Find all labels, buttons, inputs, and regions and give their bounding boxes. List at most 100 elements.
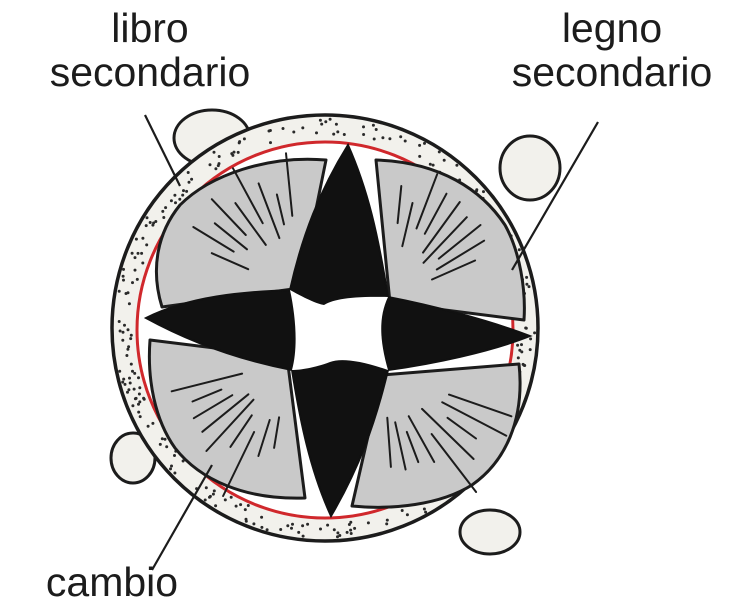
stipple-dot — [181, 193, 185, 197]
xylem-ray — [401, 202, 414, 248]
stipple-dot — [142, 396, 146, 400]
stipple-dot — [127, 345, 131, 349]
stipple-dot — [353, 526, 357, 530]
xylem-ray — [201, 393, 250, 433]
stipple-dot — [267, 129, 271, 133]
stipple-dot — [131, 281, 134, 285]
stipple-dot — [128, 376, 131, 380]
xylem-ray — [170, 372, 244, 393]
stipple-dot — [126, 328, 130, 332]
xylem-ray — [210, 198, 247, 236]
stipple-dot — [154, 220, 158, 223]
stipple-dot — [528, 348, 532, 352]
stipple-dot — [418, 143, 422, 147]
stipple-dot — [217, 162, 221, 166]
stipple-dot — [137, 392, 141, 396]
stipple-dot — [290, 526, 293, 530]
stipple-dot — [265, 528, 269, 532]
stipple-dot — [328, 117, 332, 121]
stipple-dot — [130, 251, 134, 255]
stipple-dot — [133, 397, 137, 401]
pith — [290, 290, 388, 370]
stipple-dot — [217, 155, 221, 158]
stipple-dot — [165, 445, 169, 449]
stipple-dot — [423, 141, 426, 145]
stipple-dot — [117, 320, 121, 323]
stipple-dot — [281, 127, 285, 130]
stipple-dot — [223, 498, 227, 502]
stipple-dot — [516, 356, 520, 360]
xylem-ray — [192, 226, 235, 253]
stipple-dot — [320, 122, 324, 126]
stipple-dot — [187, 180, 191, 184]
leader-cambio — [151, 464, 213, 571]
stipple-dot — [204, 486, 208, 490]
stipple-dot — [208, 495, 211, 499]
stipple-dot — [126, 347, 130, 351]
stipple-dot — [124, 292, 128, 295]
xylem-ray — [275, 193, 285, 226]
stipple-dot — [122, 278, 125, 282]
stipple-dot — [269, 141, 272, 145]
stipple-dot — [371, 123, 375, 127]
stipple-dot — [129, 362, 133, 366]
xylem-ray — [234, 202, 267, 246]
stipple-dot — [437, 150, 441, 154]
leader-libro — [144, 114, 181, 187]
stipple-dot — [174, 201, 177, 205]
phloem-stippling — [117, 117, 537, 539]
stipple-dot — [131, 404, 135, 408]
xylem-ray — [285, 152, 294, 217]
stipple-dot — [208, 163, 212, 167]
stipple-dot — [121, 380, 125, 384]
stipple-dot — [163, 437, 167, 441]
xylem-wedge-top-right — [374, 158, 526, 322]
stipple-dot — [338, 534, 342, 537]
stipple-dot — [128, 381, 132, 385]
stipple-dot — [349, 532, 353, 535]
stipple-dot — [232, 150, 236, 154]
stipple-dot — [169, 199, 173, 203]
stipple-dot — [140, 251, 144, 255]
xylem-ray — [405, 430, 420, 464]
xylem-ray — [191, 388, 223, 403]
xylem-wedge-top-left — [155, 157, 328, 309]
stipple-dot — [336, 531, 340, 535]
stipple-dot — [301, 524, 305, 528]
stipple-dot — [529, 337, 533, 341]
cortex-bump-bottom-right — [458, 508, 522, 556]
stipple-dot — [121, 338, 125, 342]
stipple-dot — [246, 504, 250, 507]
stipple-dot — [162, 216, 166, 219]
label-legno-line1: legno — [561, 5, 663, 51]
stipple-dot — [122, 377, 126, 381]
stipple-dot — [229, 495, 233, 499]
xylem-ray — [437, 224, 482, 260]
stipple-dot — [349, 528, 353, 532]
stipple-dot — [158, 442, 162, 446]
stipple-dot — [374, 128, 378, 131]
stipple-dot — [133, 256, 137, 260]
xylem-ray — [394, 421, 407, 471]
stipple-dot — [286, 524, 290, 528]
xylem-wedge-bottom-left — [147, 338, 307, 500]
xylem-ray — [192, 394, 234, 420]
stipple-dot — [126, 390, 129, 394]
xylem-ray — [430, 433, 478, 493]
xylem-ray — [422, 216, 468, 264]
stipple-dot — [185, 189, 189, 193]
stipple-dot — [424, 510, 428, 514]
leader-legno — [511, 121, 599, 271]
stipple-dot — [125, 354, 129, 357]
stipple-dot — [132, 387, 136, 391]
stipple-dot — [203, 498, 207, 502]
stipple-dot — [214, 167, 218, 171]
xylem-ray — [229, 414, 253, 448]
xylem-ray — [257, 182, 281, 240]
stipple-dot — [141, 261, 145, 265]
stipple-dot — [118, 369, 122, 373]
secondary-xylem — [147, 157, 526, 509]
stipple-dot — [236, 150, 240, 154]
xylem-ray — [441, 401, 508, 437]
xylem-ray — [423, 192, 448, 235]
